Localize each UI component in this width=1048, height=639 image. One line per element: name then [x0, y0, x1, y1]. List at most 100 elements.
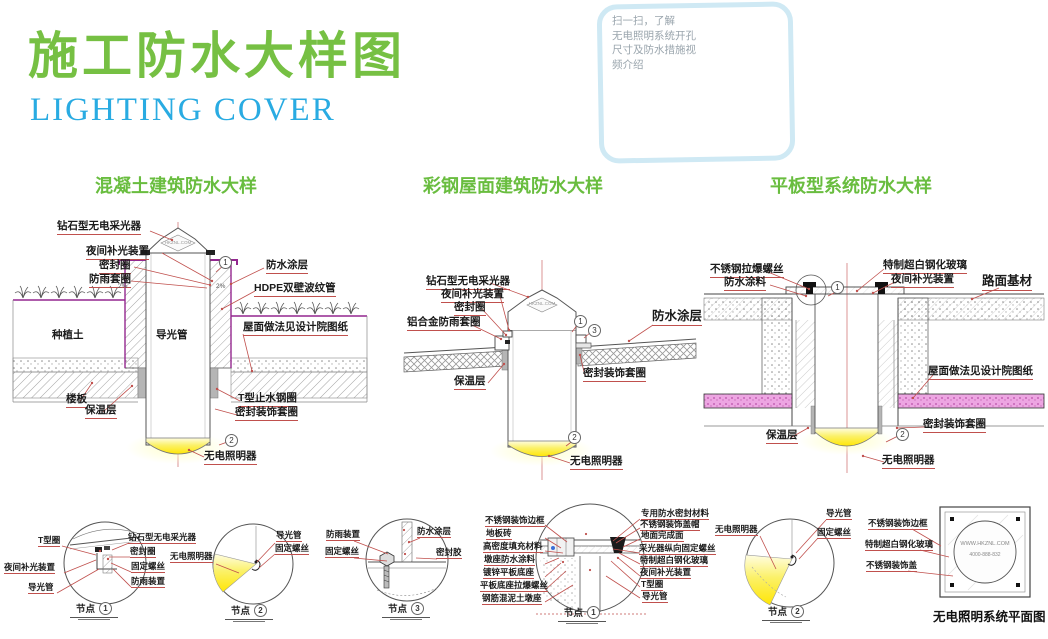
membrane-layer-left	[703, 393, 793, 409]
node1-caption: 节点 1	[70, 601, 119, 620]
seal-collar-right	[575, 334, 592, 349]
plan-brand-url: WWW.HKZNL.COM	[960, 541, 1010, 547]
slope-annotation: 2%	[216, 283, 226, 290]
detail-marker-1: 1	[219, 256, 232, 269]
label-light-tube: 导光管	[642, 591, 668, 604]
node3-caption: 节点 3	[382, 601, 431, 620]
node2-detail	[212, 523, 294, 605]
label-night-light: 夜间补光装置	[891, 273, 954, 288]
qr-caption: 扫一扫，了解 无电照明系统开孔 尺寸及防水措施视 频介绍	[612, 14, 696, 73]
label-insulation: 保温层	[85, 404, 117, 419]
qr-caption-line: 扫一扫，了解	[612, 15, 675, 27]
label-night-light: 夜间补光装置	[86, 245, 149, 260]
label-night-light: 夜间补光装置	[4, 562, 56, 575]
label-fix-screw: 固定螺丝	[817, 527, 852, 540]
light-tube-shape	[145, 252, 211, 446]
caption-number: 1	[587, 605, 601, 619]
label-fix-screw: 固定螺丝	[325, 546, 360, 559]
label-floor-slab: 楼板	[66, 393, 87, 408]
label-rain-device: 防雨装置	[131, 576, 166, 589]
label-filler: 高密度填充材料	[483, 541, 543, 554]
page-title: 施工防水大样图	[28, 28, 406, 84]
caption-number: 1	[99, 601, 113, 615]
label-ss-cover: 不锈钢装饰盖	[866, 560, 918, 573]
caption-text: 节点	[231, 606, 251, 617]
membrane-layer-right	[897, 393, 1045, 409]
label-waterproof-paint: 防水涂料	[724, 276, 766, 291]
qr-caption-line: 无电照明系统开孔	[612, 29, 696, 42]
t-ring-block-right	[209, 367, 219, 399]
caption-number: 3	[411, 601, 425, 615]
plan-caption: 无电照明系统平面图	[933, 610, 1046, 624]
label-insulation: 保温层	[454, 375, 486, 390]
label-waterproof-coating: 防水涂层	[266, 259, 308, 274]
detail-marker-2: 2	[225, 434, 238, 447]
section-heading-concrete: 混凝土建筑防水大样	[95, 176, 257, 196]
label-rain-device: 防雨装置	[326, 529, 361, 542]
node4-caption: 节点 1	[558, 605, 607, 624]
caption-text: 节点	[388, 604, 408, 615]
label-base-bolt: 平板底座拉爆螺丝	[480, 580, 549, 593]
label-waterproof-coating: 防水涂层	[652, 309, 703, 326]
label-light-tube: 导光管	[156, 329, 188, 341]
label-light-tube: 导光管	[276, 530, 302, 543]
caption-text: 节点	[768, 607, 788, 618]
label-sealant: 密封胶	[436, 547, 462, 560]
plan-brand-phone: 4000-888-832	[969, 552, 1001, 558]
label-tempered-glass: 特制超白钢化玻璃	[640, 555, 709, 568]
label-tempered-glass: 特制超白钢化玻璃	[865, 539, 934, 552]
dome-brand-text: HKZNL.COM	[528, 301, 556, 306]
label-fix-screw: 固定螺丝	[131, 561, 166, 574]
label-collector: 钻石型无电采光器	[57, 220, 141, 235]
label-illuminator: 无电照明器	[882, 454, 935, 469]
label-illuminator: 无电照明器	[570, 455, 623, 470]
node4-detail	[535, 503, 648, 615]
label-t-ring: T型圈	[641, 579, 664, 592]
dome-brand-text: HKZNL.COM	[164, 240, 192, 245]
label-t-water-stop: T型止水钢圈	[238, 392, 297, 407]
t-ring-block-left	[137, 367, 147, 399]
label-seal-ring: 密封圈	[130, 546, 156, 559]
label-ss-cap: 不锈钢装饰盖帽	[640, 519, 700, 532]
label-illuminator: 无电照明器	[204, 450, 257, 465]
label-collector: 钻石型无电采光器	[128, 532, 197, 545]
tempered-glass-shape	[785, 286, 905, 295]
caption-number: 2	[254, 603, 268, 617]
label-light-tube: 导光管	[826, 508, 852, 521]
left-roof-buildup	[12, 285, 139, 403]
label-concrete-pedestal: 钢筋混泥土墩座	[482, 593, 542, 606]
detail-marker-2: 2	[568, 431, 581, 444]
detail-marker-1: 1	[831, 281, 844, 294]
node5-detail	[744, 518, 835, 608]
label-illuminator: 无电照明器	[170, 551, 213, 564]
label-roof-note: 屋面做法见设计院图纸	[243, 321, 348, 336]
label-waterproof-coating: 防水涂层	[417, 526, 452, 539]
label-expansion-bolt: 不锈钢拉爆螺丝	[710, 263, 784, 278]
detail-marker-2: 2	[896, 428, 909, 441]
sandwich-panel-right	[577, 338, 697, 367]
label-fix-screw: 固定螺丝	[275, 543, 310, 556]
label-seal-ring: 密封圈	[454, 301, 486, 316]
page-subtitle: LIGHTING COVER	[30, 92, 336, 128]
label-seal-decor-collar: 密封装饰套圈	[583, 367, 646, 382]
node2-caption: 节点 2	[225, 603, 274, 622]
label-t-ring: T型圈	[38, 535, 61, 548]
label-finish-surface: 地面完成面	[641, 530, 684, 543]
label-insulation: 保温层	[766, 429, 798, 444]
node3-detail	[365, 518, 449, 602]
label-seal-decor-collar: 密封装饰套圈	[235, 406, 298, 421]
label-seal-decor-collar: 密封装饰套圈	[923, 418, 986, 433]
sandwich-panel-left	[403, 346, 507, 373]
label-ss-frame: 不锈钢装饰边框	[485, 515, 545, 528]
caption-text: 节点	[76, 604, 96, 615]
detail-marker-1: 1	[574, 315, 587, 328]
node5-caption: 节点 2	[762, 604, 811, 623]
plan-view	[939, 506, 1031, 598]
label-collector: 钻石型无电采光器	[426, 275, 510, 290]
label-road-base: 路面基材	[982, 274, 1033, 291]
label-ss-frame: 不锈钢装饰边框	[868, 518, 928, 531]
label-floor-tile: 地板砖	[486, 528, 512, 541]
qr-caption-line: 尺寸及防水措施视	[612, 44, 696, 57]
plan-glass-circle	[953, 520, 1017, 584]
